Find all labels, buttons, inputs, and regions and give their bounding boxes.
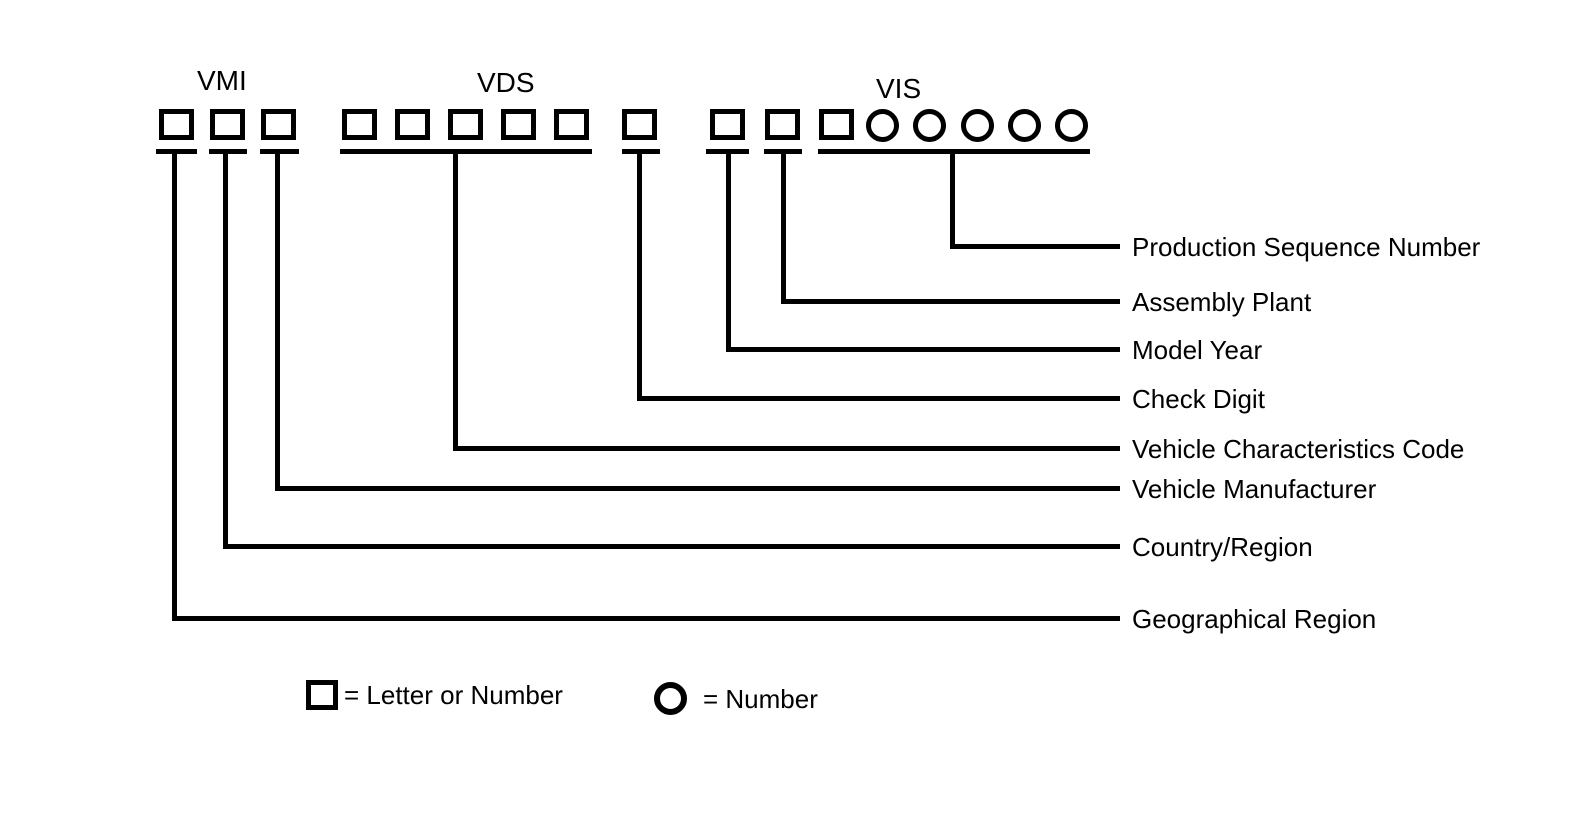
section-label-vmi: VMI — [197, 65, 247, 96]
square-cell — [342, 109, 377, 140]
underline-country-region — [209, 149, 247, 154]
legend-circle-icon — [654, 682, 687, 715]
underline-model-year — [706, 149, 749, 154]
leader-vehicle-characteristics-code — [453, 446, 1120, 451]
legend-square-label: = Letter or Number — [344, 680, 563, 710]
square-cell — [501, 109, 536, 140]
circle-cell — [1008, 109, 1041, 142]
circle-cell — [866, 109, 899, 142]
connector-production-sequence-number — [950, 152, 955, 249]
legend-square-icon — [306, 680, 338, 710]
underline-geographical-region — [156, 149, 197, 154]
callout-vehicle-characteristics-code: Vehicle Characteristics Code — [1132, 434, 1465, 464]
section-label-vds: VDS — [477, 67, 535, 98]
square-cell — [622, 109, 657, 140]
leader-country-region — [223, 544, 1120, 549]
connector-check-digit — [637, 152, 642, 401]
leader-vehicle-manufacturer — [275, 486, 1120, 491]
square-cell — [765, 109, 800, 140]
leader-geographical-region — [172, 616, 1120, 621]
leader-model-year — [726, 347, 1120, 352]
square-cell — [710, 109, 745, 140]
connector-geographical-region — [172, 152, 177, 621]
connector-vehicle-characteristics-code — [453, 152, 458, 451]
circle-cell — [1055, 109, 1088, 142]
underline-vehicle-characteristics-code — [340, 149, 592, 154]
underline-vehicle-manufacturer — [260, 149, 299, 154]
circle-cell — [961, 109, 994, 142]
connector-vehicle-manufacturer — [275, 152, 280, 491]
callout-geographical-region: Geographical Region — [1132, 604, 1377, 634]
leader-check-digit — [637, 396, 1120, 401]
connector-country-region — [223, 152, 228, 549]
square-cell — [395, 109, 430, 140]
square-cell — [819, 109, 854, 140]
section-label-vis: VIS — [876, 73, 922, 104]
callout-check-digit: Check Digit — [1132, 384, 1265, 414]
square-cell — [261, 109, 296, 140]
connector-model-year — [726, 152, 731, 352]
callout-model-year: Model Year — [1132, 335, 1263, 365]
leader-assembly-plant — [781, 299, 1120, 304]
callout-vehicle-manufacturer: Vehicle Manufacturer — [1132, 474, 1377, 504]
circle-cell — [913, 109, 946, 142]
callout-assembly-plant: Assembly Plant — [1132, 287, 1312, 317]
callout-production-sequence-number: Production Sequence Number — [1132, 232, 1481, 262]
square-cell — [159, 109, 194, 140]
connector-assembly-plant — [781, 152, 786, 304]
callout-country-region: Country/Region — [1132, 532, 1313, 562]
square-cell — [448, 109, 483, 140]
square-cell — [554, 109, 589, 140]
underline-check-digit — [622, 149, 660, 154]
underline-assembly-plant — [764, 149, 802, 154]
leader-production-sequence-number — [950, 244, 1120, 249]
square-cell — [210, 109, 245, 140]
underline-production-sequence-number — [818, 149, 1090, 154]
legend-circle-label: = Number — [703, 684, 818, 714]
